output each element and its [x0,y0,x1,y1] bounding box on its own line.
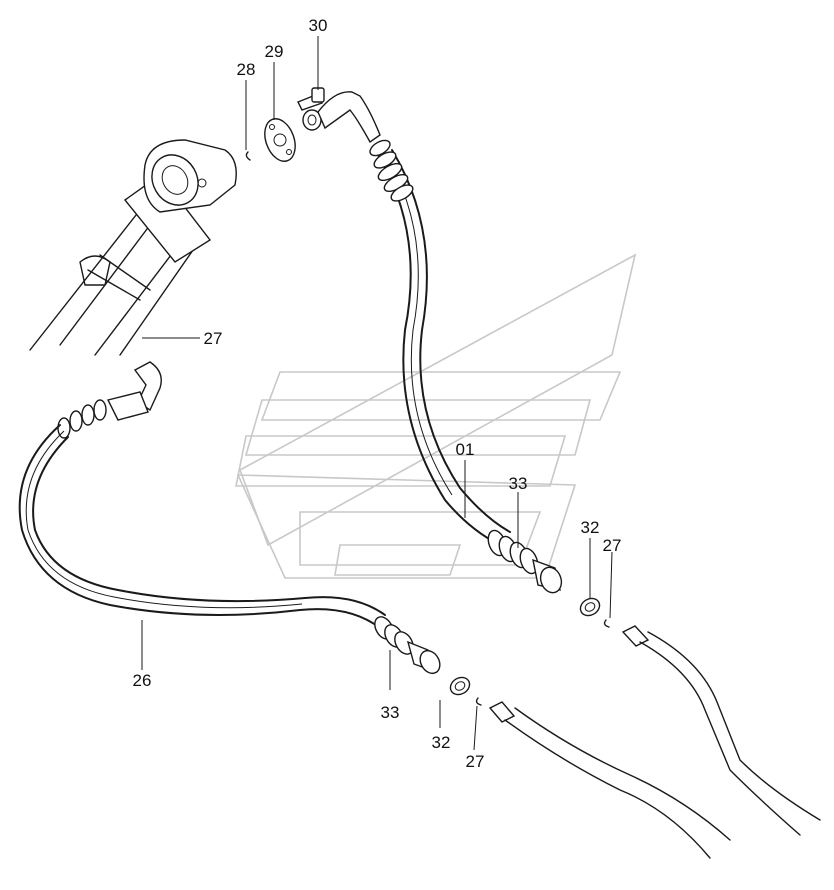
hose-assembly-26 [18,361,441,675]
label-32-bottom: 32 [432,733,451,752]
fitting-parts-top [245,87,325,162]
label-27-right: 27 [603,536,622,555]
steel-pipes [488,625,821,859]
washers [449,597,610,706]
hose-crimp-top [369,139,414,202]
label-26: 26 [133,671,152,690]
hose-crimp-end [487,529,563,594]
watermark-logo [235,253,637,579]
hose-crimp-right [374,616,441,675]
label-28: 28 [237,60,256,79]
label-29: 29 [265,42,284,61]
label-32-right: 32 [581,518,600,537]
leader-lines [141,36,613,751]
label-30: 30 [309,16,328,35]
label-33-right: 33 [509,474,528,493]
label-27-bottom: 27 [466,752,485,771]
label-33-bottom: 33 [381,703,400,722]
hose-crimp-left [57,399,107,439]
hose-assembly-01 [317,91,563,594]
label-01: 01 [456,440,475,459]
label-27-top: 27 [204,329,223,348]
hydraulic-cylinder [29,139,237,356]
